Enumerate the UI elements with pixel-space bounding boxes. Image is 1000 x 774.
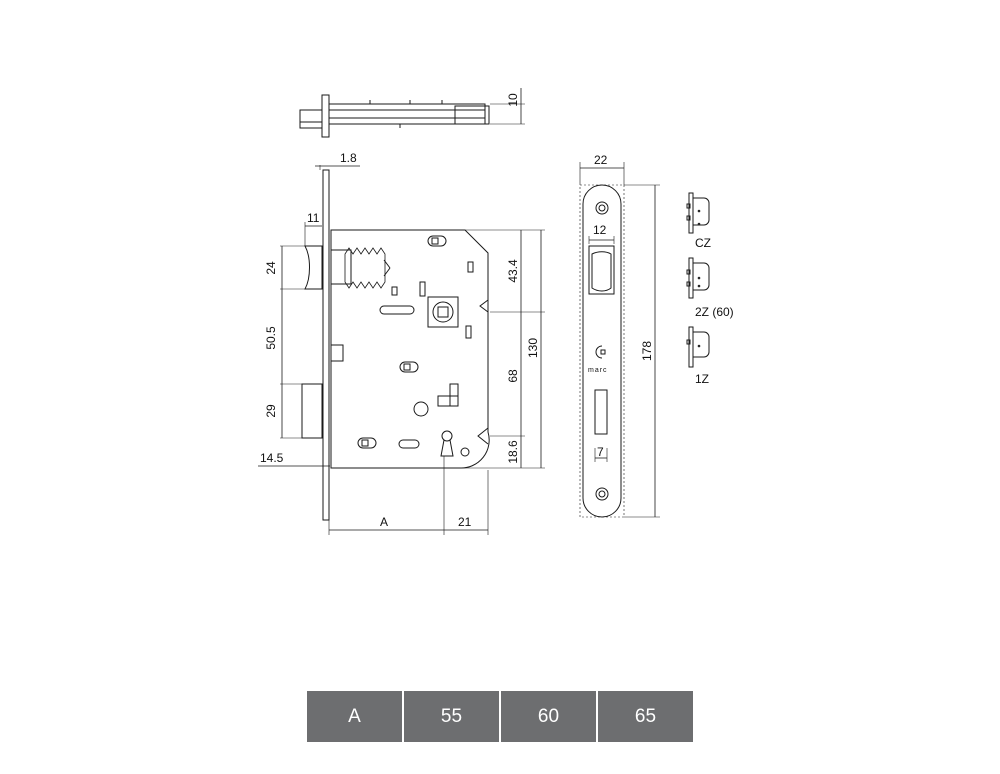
dim-plate-bolt-cutout: 7 (597, 445, 604, 459)
brand-logo-text: marc (588, 367, 608, 374)
dim-forend-thickness: 1.8 (340, 151, 357, 165)
dim-upper-height: 43.4 (506, 259, 520, 283)
variant-label-2z: 2Z (60) (695, 305, 734, 319)
dim-bolt-height: 29 (264, 404, 278, 418)
dim-thickness-top: 10 (506, 93, 520, 107)
dim-edge-to-key: 21 (458, 515, 472, 529)
variant-cz: CZ (686, 192, 711, 250)
dim-plate-width: 22 (594, 153, 608, 167)
dim-plate-latch-cutout: 12 (593, 223, 607, 237)
variant-label-cz: CZ (695, 236, 711, 250)
dim-body-height: 130 (526, 338, 540, 358)
front-view: 1.8 11 24 50.5 29 14.5 A 21 43.4 68 18.6 (258, 151, 545, 535)
dim-bolt-offset: 14.5 (260, 451, 284, 465)
size-table-cell: 60 (501, 691, 596, 742)
variant-2z: 2Z (60) (686, 257, 734, 319)
variant-label-1z: 1Z (695, 372, 709, 386)
variant-1z: 1Z (686, 326, 710, 386)
size-table: A 55 60 65 (307, 691, 693, 742)
dim-latch-height: 24 (264, 261, 278, 275)
dim-handle-to-key: 68 (506, 369, 520, 383)
size-table-cell: 65 (598, 691, 693, 742)
face-plate-view: 22 12 marc 7 178 (579, 153, 660, 518)
dim-latch-width: 11 (307, 211, 320, 225)
dim-latch-to-bolt: 50.5 (264, 326, 278, 350)
size-table-cell-header: A (307, 691, 402, 742)
dim-plate-height: 178 (640, 341, 654, 361)
top-view: 10 (299, 88, 525, 138)
size-table-cell: 55 (404, 691, 499, 742)
marc-c-logo-icon (595, 345, 603, 359)
dim-key-to-bottom: 18.6 (506, 440, 520, 464)
dim-backset: A (380, 515, 388, 529)
